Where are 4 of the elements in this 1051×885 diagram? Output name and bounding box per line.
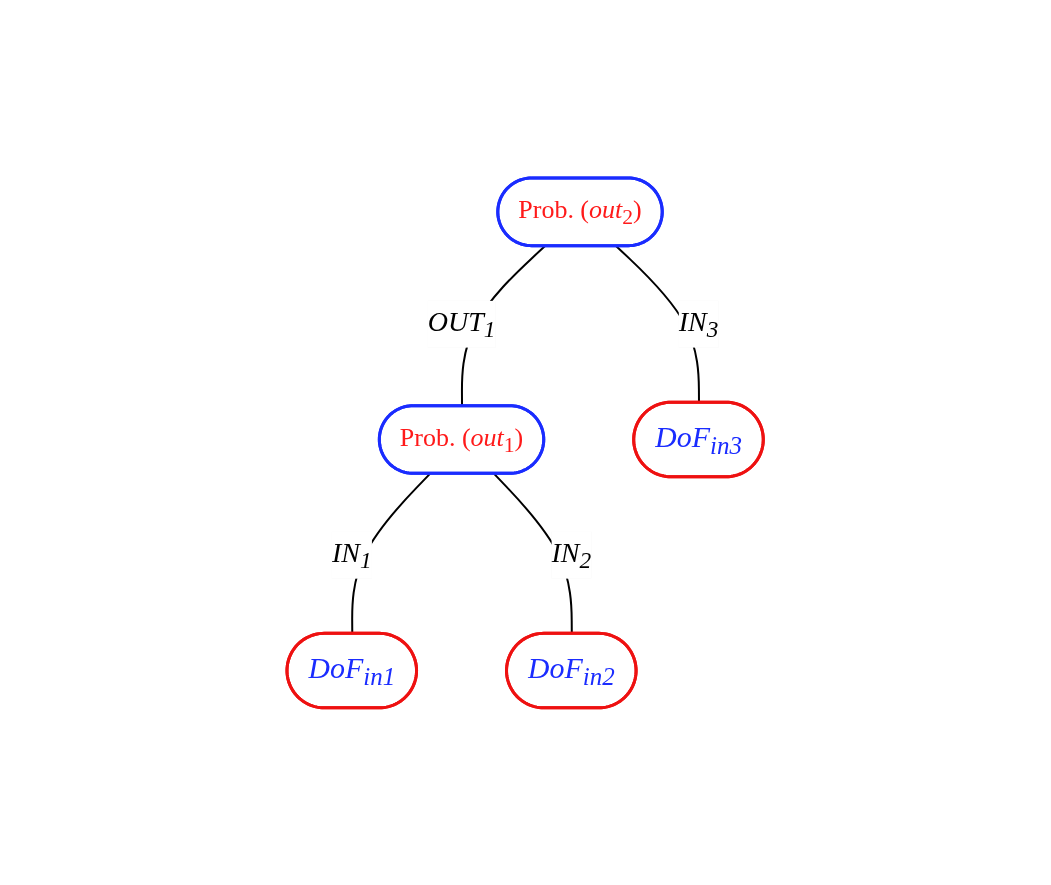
edge-label: IN$_{1}$ [332, 536, 372, 573]
edge-label: OUT$_{1}$ [428, 305, 496, 342]
edge-label: IN$_{3}$ [679, 305, 719, 342]
edge-label: IN$_{2}$ [551, 536, 592, 573]
